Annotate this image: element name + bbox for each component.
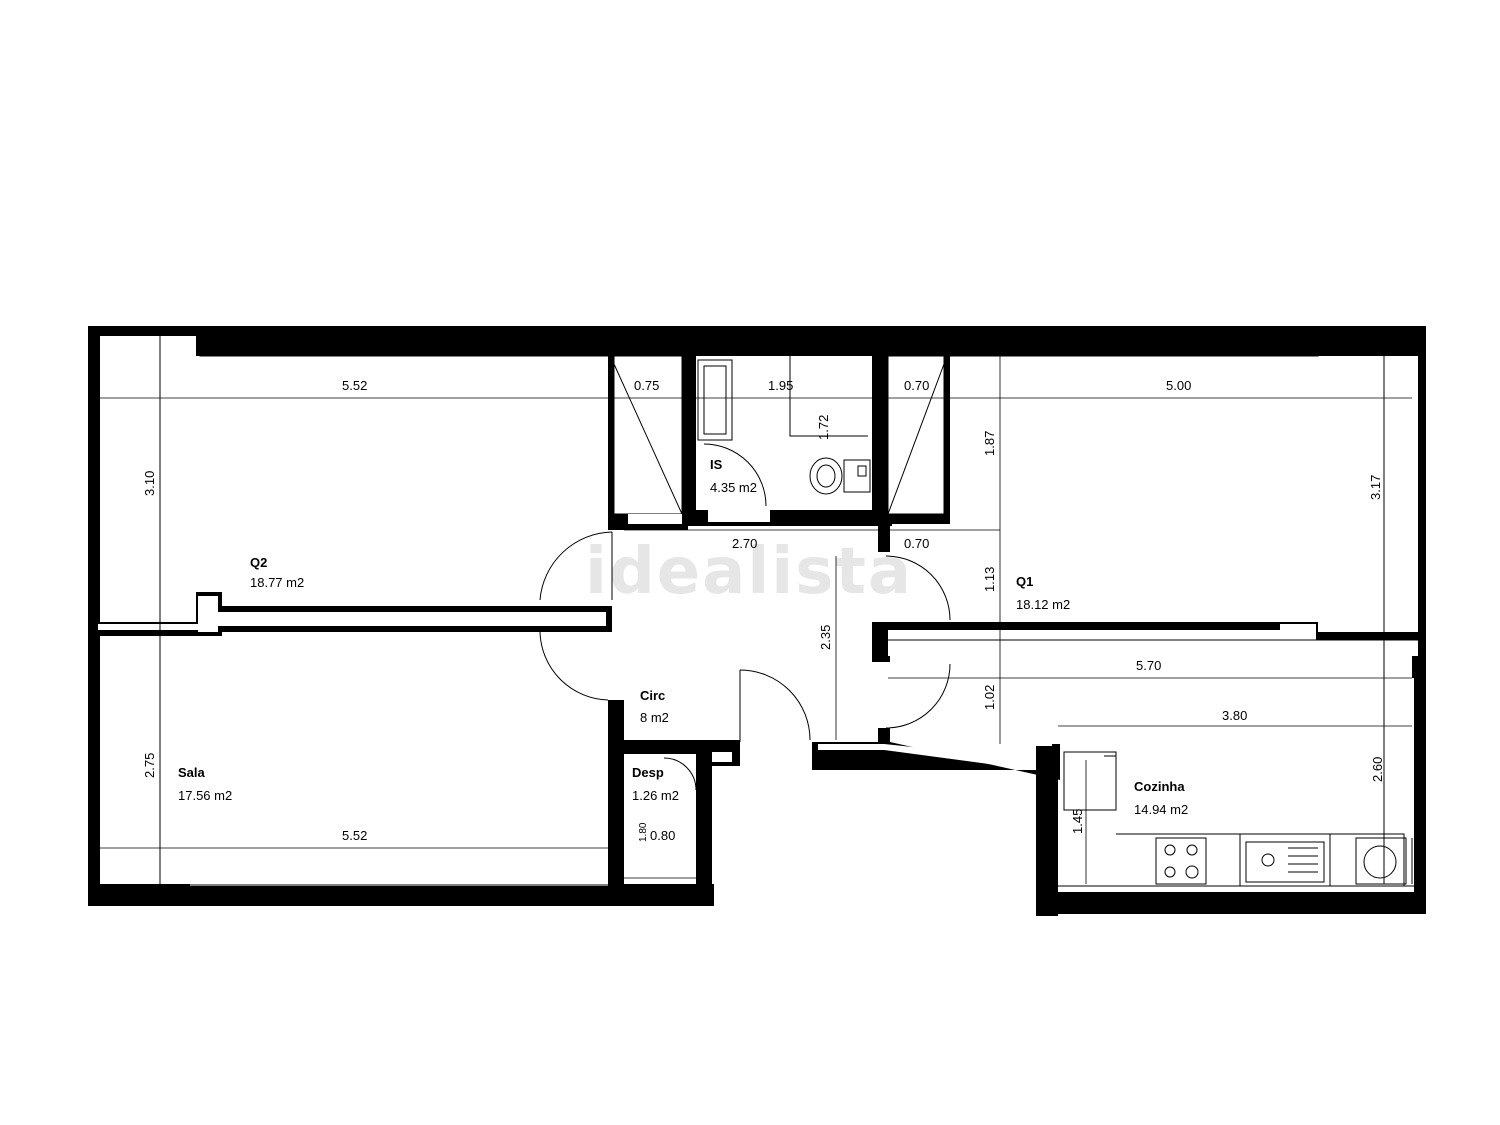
- dim-hall-width: 2.70: [732, 536, 757, 551]
- room-q1-name: Q1: [1016, 574, 1033, 589]
- kitchen-sink: [1239, 833, 1331, 887]
- watermark: idealista: [585, 535, 913, 609]
- dim-q1-width: 5.00: [1166, 378, 1191, 393]
- dim-closet-right: 0.70: [904, 378, 929, 393]
- dim-hall-small: 0.70: [904, 536, 929, 551]
- room-labels: Q2 18.77 m2 IS 4.35 m2 Q1 18.12 m2 Circ …: [178, 457, 1188, 817]
- q2-door-swing: [539, 531, 613, 601]
- right-wall-upper: [1418, 326, 1426, 678]
- kitchen-fridge: [1063, 751, 1117, 811]
- dim-q2-depth: 3.10: [142, 471, 157, 496]
- room-is-area: 4.35 m2: [710, 480, 757, 495]
- room-q1-area: 18.12 m2: [1016, 597, 1070, 612]
- top-wall: [88, 326, 1426, 336]
- toilet-icon: [809, 457, 843, 495]
- dimension-labels: 5.52 0.75 1.95 0.70 5.00 2.70 0.70 5.70 …: [142, 378, 1385, 843]
- room-sala-name: Sala: [178, 765, 206, 780]
- dim-sala-depth: 2.75: [142, 753, 157, 778]
- corridor-door-swing: [885, 663, 951, 729]
- dim-circ-depth: 2.35: [818, 625, 833, 650]
- room-desp-name: Desp: [632, 765, 664, 780]
- kitchen-counter: [1116, 833, 1405, 886]
- dim-is-inner: 1.72: [816, 415, 831, 440]
- top-wall-thick: [196, 336, 1426, 356]
- entrance-door-swing: [739, 669, 811, 741]
- room-q2-area: 18.77 m2: [250, 575, 304, 590]
- dim-q1-depth: 3.17: [1368, 475, 1383, 500]
- kitchen-bottom-wall: [1036, 892, 1426, 914]
- kitchen-left-wall: [1036, 746, 1058, 916]
- dimension-lines: [100, 356, 1412, 884]
- dim-is-width: 1.95: [768, 378, 793, 393]
- top-wall-inner-line: [199, 343, 1420, 357]
- kitchen-right-wall: [1414, 678, 1426, 914]
- room-is-name: IS: [710, 457, 723, 472]
- room-circ-name: Circ: [640, 688, 665, 703]
- q1-door-swing: [885, 555, 951, 621]
- desp-top-wall: [608, 740, 720, 754]
- left-wall: [88, 326, 100, 888]
- room-cozinha-name: Cozinha: [1134, 779, 1185, 794]
- bathroom-door-swing: [703, 443, 767, 507]
- dim-q1-upper-depth: 1.87: [982, 431, 997, 456]
- room-desp-area: 1.26 m2: [632, 788, 679, 803]
- desp-right-wall: [696, 740, 712, 906]
- dim-kitchen-counter: 1.45: [1070, 809, 1085, 834]
- room-q2-name: Q2: [250, 555, 267, 570]
- pier-q1-door: [878, 524, 890, 552]
- dim-corridor-length: 5.70: [1136, 658, 1161, 673]
- bottom-left-wall: [88, 884, 714, 906]
- kitchen-washer: [1355, 837, 1407, 885]
- sala-door-swing: [539, 631, 609, 701]
- walls: [88, 326, 1426, 916]
- desp-door-swing: [663, 757, 697, 791]
- room-circ-area: 8 m2: [640, 710, 669, 725]
- dim-corridor-depth: 1.02: [982, 685, 997, 710]
- door-swings: [539, 531, 951, 791]
- room-sala-area: 17.56 m2: [178, 788, 232, 803]
- circ-left-wall: [608, 700, 624, 890]
- room-cozinha-area: 14.94 m2: [1134, 802, 1188, 817]
- bathtub: [697, 359, 733, 441]
- dim-q1-lower-depth: 1.13: [982, 567, 997, 592]
- dim-desp-depth: 1.80: [638, 822, 649, 842]
- dim-q2-width: 5.52: [342, 378, 367, 393]
- dim-desp-width: 0.80: [650, 828, 675, 843]
- dim-closet-left: 0.75: [634, 378, 659, 393]
- dim-kitchen-depth: 2.60: [1370, 757, 1385, 782]
- kitchen-cooktop: [1155, 837, 1207, 885]
- dim-sala-width: 5.52: [342, 828, 367, 843]
- dim-kitchen-width: 3.80: [1222, 708, 1247, 723]
